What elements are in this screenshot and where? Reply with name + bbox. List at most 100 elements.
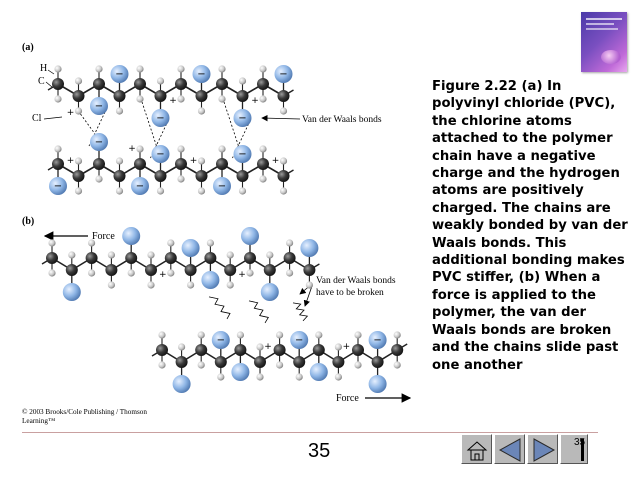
carbon-atom: [93, 78, 105, 90]
carbon-atom: [72, 90, 85, 102]
hydrogen-atom: [286, 269, 294, 277]
hydrogen-atom: [136, 65, 144, 73]
hydrogen-atom: [68, 251, 76, 259]
hydrogen-atom: [54, 65, 62, 73]
hydrogen-atom: [305, 281, 313, 289]
negative-charge-sign: −: [95, 101, 103, 112]
positive-charge-sign: +: [343, 342, 351, 352]
vdw-pointer-a: [261, 114, 301, 122]
negative-charge-sign: −: [218, 181, 226, 192]
hydrogen-atom: [246, 269, 254, 277]
hydrogen-atom: [217, 373, 225, 381]
chlorine-atom: [49, 177, 67, 195]
book-cover-thumbnail: [581, 12, 627, 72]
carbon-atom: [72, 170, 85, 182]
chlorine-atom: [213, 177, 231, 195]
hydrogen-atom: [256, 373, 264, 381]
home-icon: [466, 441, 488, 461]
chlorine-atom: [290, 331, 309, 349]
hydrogen-atom: [127, 269, 135, 277]
hydrogen-atom: [54, 95, 62, 103]
chlorine-atom: [151, 109, 170, 127]
carbon-atom: [303, 264, 316, 276]
hydrogen-atom: [167, 239, 175, 247]
hydrogen-atom: [167, 269, 175, 277]
carbon-atom: [46, 252, 58, 264]
carbon-atom: [145, 264, 157, 276]
slide-number: 35: [308, 440, 331, 462]
hydrogen-atom: [334, 373, 342, 381]
hydrogen-atom: [259, 175, 267, 183]
carbon-atom: [113, 170, 126, 182]
hydrogen-atom: [136, 145, 144, 153]
carbon-atom: [154, 170, 167, 182]
vdw-label-a: Van der Waals bonds: [302, 115, 382, 125]
vdw-pointer-b2: [303, 285, 313, 307]
hydrogen-atom: [226, 251, 234, 259]
legend-pointer-cl: [43, 116, 63, 120]
carbon-atom: [154, 90, 167, 102]
chlorine-atom: [192, 65, 211, 83]
panel-b-label: (b): [22, 216, 34, 227]
chlorine-atom: [368, 375, 387, 393]
negative-charge-sign: −: [217, 335, 225, 346]
force-left-label: Force: [92, 231, 115, 242]
carbon-atom: [216, 158, 228, 170]
next-slide-button[interactable]: [527, 434, 558, 464]
negative-charge-sign: −: [156, 149, 164, 160]
broken-vdw-bond: [248, 300, 269, 324]
carbon-atom: [204, 252, 217, 264]
end-slide-button[interactable]: [560, 434, 588, 464]
chlorine-atom: [309, 363, 328, 381]
negative-charge-sign: −: [295, 335, 303, 346]
hydrogen-atom: [136, 95, 144, 103]
vdw-label-b-line2: have to be broken: [316, 288, 384, 298]
negative-charge-sign: −: [238, 113, 246, 124]
carbon-atom: [175, 158, 187, 170]
carbon-atom: [352, 344, 364, 356]
carbon-atom: [236, 170, 249, 182]
carbon-atom: [184, 264, 197, 276]
hydrogen-atom: [147, 281, 155, 289]
positive-charge-sign: +: [238, 270, 246, 280]
carbon-atom: [105, 264, 118, 276]
hydrogen-atom: [115, 107, 124, 115]
nav-page-label: 35: [574, 437, 586, 448]
carbon-atom: [293, 356, 306, 368]
hydrogen-atom: [88, 269, 96, 277]
home-button[interactable]: [461, 434, 492, 464]
carbon-atom: [125, 252, 138, 264]
chlorine-atom: [110, 65, 129, 83]
hydrogen-atom: [156, 77, 165, 85]
carbon-atom: [175, 356, 188, 368]
hydrogen-atom: [259, 145, 267, 153]
hydrogen-atom: [74, 187, 83, 195]
chlorine-atom: [90, 133, 108, 151]
carbon-atom: [216, 78, 228, 90]
chlorine-atom: [62, 283, 81, 301]
negative-charge-sign: −: [238, 149, 246, 160]
chlorine-atom: [233, 145, 252, 163]
hydrogen-atom: [218, 65, 226, 73]
panel-a-label: (a): [22, 42, 34, 53]
carbon-atom: [113, 90, 126, 102]
negative-charge-sign: −: [373, 335, 381, 346]
positive-charge-sign: +: [67, 156, 75, 166]
broken-vdw-bond: [292, 302, 309, 322]
vdw-label-b: Van der Waals bonds have to be broken: [316, 276, 396, 298]
previous-slide-button[interactable]: [494, 434, 525, 464]
negative-charge-sign: −: [136, 181, 144, 192]
pvc-bonding-diagram: (a) (b) H C Cl Van der Waals bonds Van d…: [22, 42, 412, 404]
carbon-atom: [312, 344, 325, 356]
hydrogen-atom: [158, 331, 166, 339]
hydrogen-atom: [48, 269, 56, 277]
carbon-atom: [273, 344, 286, 356]
chlorine-atom: [131, 177, 149, 195]
hydrogen-atom: [276, 361, 284, 369]
hydrogen-atom: [279, 157, 288, 165]
hydrogen-atom: [48, 239, 56, 247]
hydrogen-atom: [266, 251, 274, 259]
hydrogen-atom: [206, 239, 214, 247]
carbon-atom: [277, 170, 290, 182]
hydrogen-atom: [95, 175, 103, 183]
